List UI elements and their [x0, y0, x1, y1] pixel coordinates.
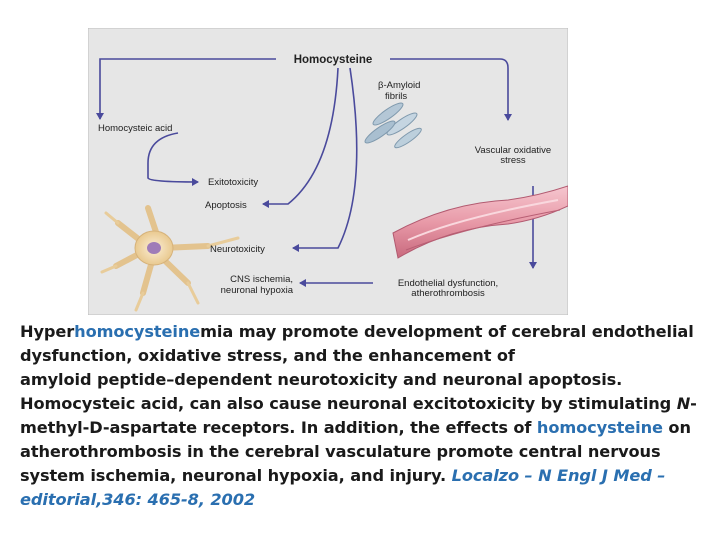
neuron-illustration: [100, 205, 240, 312]
diagram-background: [88, 28, 568, 315]
figure-caption: Hyperhomocysteinemia may promote develop…: [20, 320, 710, 512]
vascular-stress-label-2: stress: [500, 155, 526, 166]
pathway-diagram: Homocysteine β-Amyloid fibrils Homocyste…: [88, 28, 568, 315]
caption-text: -methyl-D-aspartate receptors. In additi…: [20, 394, 697, 437]
citation: Localzo – N Engl J Med – editorial,346: …: [20, 466, 666, 509]
neurotoxicity-label: Neurotoxicity: [210, 244, 265, 255]
caption-text: Hyper: [20, 322, 75, 341]
caption-text: on atherothrombosis in the cerebral vasc…: [20, 418, 691, 485]
caption-text: mia may promote development of cerebral …: [20, 322, 694, 365]
beta-amyloid-label-1: β-Amyloid: [378, 80, 420, 91]
amyloid-fibrils-illustration: [364, 102, 422, 149]
cns-ischemia-label-1: CNS ischemia,: [230, 274, 293, 285]
arrow-to-excitotoxicity: [147, 132, 199, 186]
arrow-to-homocysteic-acid: [96, 58, 276, 120]
vascular-stress-label-1: Vascular oxidative: [475, 145, 551, 156]
arrow-to-vascular-stress: [390, 58, 512, 121]
apoptosis-label: Apoptosis: [205, 200, 247, 211]
caption-italic: N: [676, 394, 691, 413]
excitotoxicity-label: Exitotoxicity: [208, 177, 258, 188]
caption-keyword: homocysteine: [536, 418, 663, 437]
diagram-labels: Homocysteine β-Amyloid fibrils Homocyste…: [98, 54, 551, 299]
endothelial-label-2: atherothrombosis: [411, 288, 485, 299]
arrow-to-neurotoxicity: [292, 67, 358, 252]
homocysteic-acid-label: Homocysteic acid: [98, 123, 172, 134]
caption-text: amyloid peptide–dependent neurotoxicity …: [20, 370, 677, 413]
endothelial-label-1: Endothelial dysfunction,: [398, 278, 498, 289]
arrow-to-apoptosis: [262, 67, 339, 208]
blood-vessel-illustration: [392, 185, 568, 259]
cns-ischemia-label-2: neuronal hypoxia: [221, 285, 294, 296]
beta-amyloid-label-2: fibrils: [385, 91, 407, 102]
homocysteine-label: Homocysteine: [294, 54, 373, 66]
caption-keyword: homocysteine: [74, 322, 201, 341]
